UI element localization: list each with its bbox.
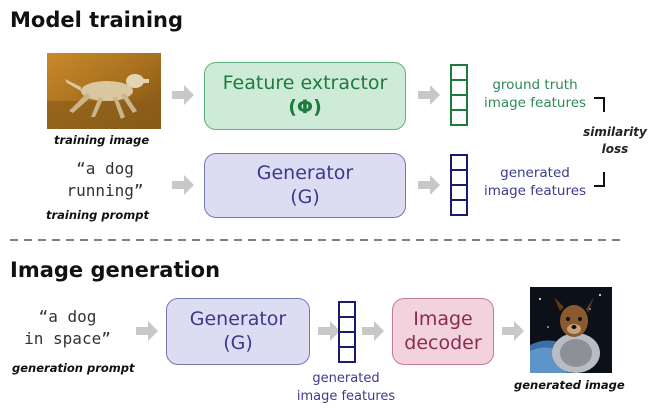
gt-features-line1: ground truth [492,77,578,93]
training-prompt-line1: “a dog [76,159,134,178]
feature-extractor-symbol: (Φ) [288,96,322,118]
training-prompt-line2: running” [66,180,144,200]
feature-extractor-label: Feature extractor [222,72,388,95]
arrow-prompt-to-generator [172,181,184,189]
generated-image-caption: generated image [514,378,625,392]
generation-prompt: “a dog in space” [0,306,135,349]
similarity-line1: similarity [583,125,647,139]
similarity-bracket-bottom [594,172,605,187]
arrow-features-to-decoder [362,327,374,335]
arrow-generator-to-genfeatures [318,327,330,335]
similarity-bracket-top [594,97,605,112]
generation-prompt-line2: in space” [24,328,111,348]
training-prompt-caption: training prompt [46,208,149,222]
training-prompt: “a dog running” [35,158,175,201]
model-training-title: Model training [10,8,184,32]
gt-feature-vector [450,64,468,126]
generation-features-line2: image features [296,388,396,404]
training-generator-symbol: (G) [290,185,320,208]
arrow-genprompt-to-generator [136,327,148,335]
gen-feature-vector [450,154,468,216]
generation-generator-label: Generator [189,307,287,330]
training-dog-image [47,53,161,129]
similarity-loss-label: similarity loss [578,124,652,159]
gt-features-line2: image features [483,95,587,112]
generation-prompt-caption: generation prompt [12,361,135,375]
gt-features-label: ground truth image features [476,76,594,112]
arrow-extractor-to-features [418,91,430,99]
training-generator-box: Generator (G) [204,153,406,218]
training-generator-label: Generator [256,161,354,184]
gen-features-label: generated image features [476,164,594,200]
generation-prompt-line1: “a dog [38,307,97,326]
feature-extractor-box: Feature extractor (Φ) [204,62,406,130]
image-generation-title: Image generation [10,258,221,282]
generation-features-label: generated image features [286,370,406,405]
arrow-image-to-extractor [172,91,184,99]
generated-dog-space-image [530,287,612,373]
gen-features-line1: generated [500,165,570,181]
image-decoder-label-2: decoder [404,331,482,354]
generation-generator-symbol: (G) [223,331,253,354]
similarity-line2: loss [601,142,629,157]
gen-features-line2: image features [483,183,587,200]
training-image-caption: training image [54,133,150,147]
arrow-generator-to-features [418,181,430,189]
arrow-decoder-to-image [502,327,514,335]
generation-generator-box: Generator (G) [166,298,310,365]
generation-feature-vector [338,301,356,363]
image-decoder-box: Image decoder [392,298,494,365]
generation-features-line1: generated [312,371,380,386]
image-decoder-label-1: Image [413,307,473,330]
